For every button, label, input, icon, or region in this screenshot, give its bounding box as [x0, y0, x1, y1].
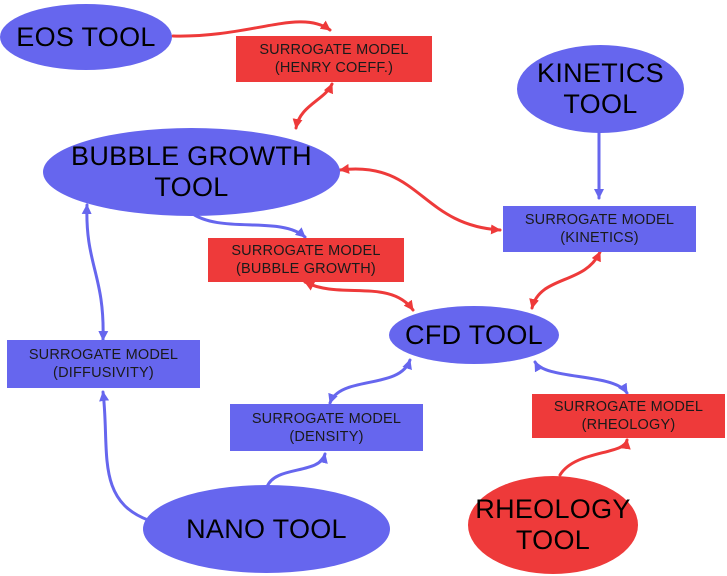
- edge-nano-to-diffusivity: [99, 390, 150, 522]
- surrogate-henry-label: SURROGATE MODEL (HENRY COEFF.): [259, 42, 409, 76]
- surrogate-henry-box: SURROGATE MODEL (HENRY COEFF.): [236, 36, 432, 82]
- kinetics-tool-label: KINETICS TOOL: [537, 58, 664, 119]
- surrogate-bubble-growth-box: SURROGATE MODEL (BUBBLE GROWTH): [208, 238, 404, 282]
- kinetics-tool-node: KINETICS TOOL: [517, 45, 684, 133]
- rheology-tool-label: RHEOLOGY TOOL: [475, 494, 631, 555]
- surrogate-bubble-growth-label: SURROGATE MODEL (BUBBLE GROWTH): [231, 243, 381, 277]
- cfd-tool-node: CFD TOOL: [389, 306, 559, 364]
- edge-henry-bubble: [292, 82, 334, 130]
- surrogate-density-label: SURROGATE MODEL (DENSITY): [251, 410, 402, 445]
- eos-tool-node: EOS TOOL: [0, 4, 172, 70]
- surrogate-rheology-label: SURROGATE MODEL (RHEOLOGY): [553, 399, 704, 433]
- bubble-growth-tool-node: BUBBLE GROWTH TOOL: [43, 128, 340, 216]
- rheology-tool-node: RHEOLOGY TOOL: [468, 476, 638, 574]
- edge-cfd-rheology: [533, 360, 629, 395]
- edge-bubble-kinetics: [338, 163, 502, 235]
- surrogate-rheology-box: SURROGATE MODEL (RHEOLOGY): [532, 394, 725, 438]
- surrogate-kinetics-label: SURROGATE MODEL (KINETICS): [524, 212, 675, 246]
- cfd-tool-label: CFD TOOL: [405, 319, 543, 350]
- surrogate-diffusivity-box: SURROGATE MODEL (DIFFUSIVITY): [7, 340, 200, 388]
- edge-diffusivity-bubble: [81, 203, 109, 342]
- edge-kinetics-cfd: [529, 250, 602, 310]
- edge-eos-to-henry: [171, 20, 332, 38]
- edge-density-cfd: [328, 358, 412, 405]
- surrogate-density-box: SURROGATE MODEL (DENSITY): [230, 404, 423, 451]
- edge-rheology-to-surrogate: [558, 438, 631, 477]
- edge-nano-to-density: [265, 452, 328, 489]
- bubble-growth-tool-label: BUBBLE GROWTH TOOL: [71, 141, 312, 202]
- nano-tool-node: NANO TOOL: [143, 485, 390, 573]
- surrogate-diffusivity-label: SURROGATE MODEL (DIFFUSIVITY): [28, 347, 179, 381]
- edge-bubblesurrogate-cfd: [303, 280, 415, 312]
- surrogate-kinetics-box: SURROGATE MODEL (KINETICS): [503, 206, 696, 252]
- edge-bubble-to-surrogate: [188, 210, 307, 239]
- eos-tool-label: EOS TOOL: [16, 21, 156, 52]
- nano-tool-label: NANO TOOL: [186, 513, 347, 544]
